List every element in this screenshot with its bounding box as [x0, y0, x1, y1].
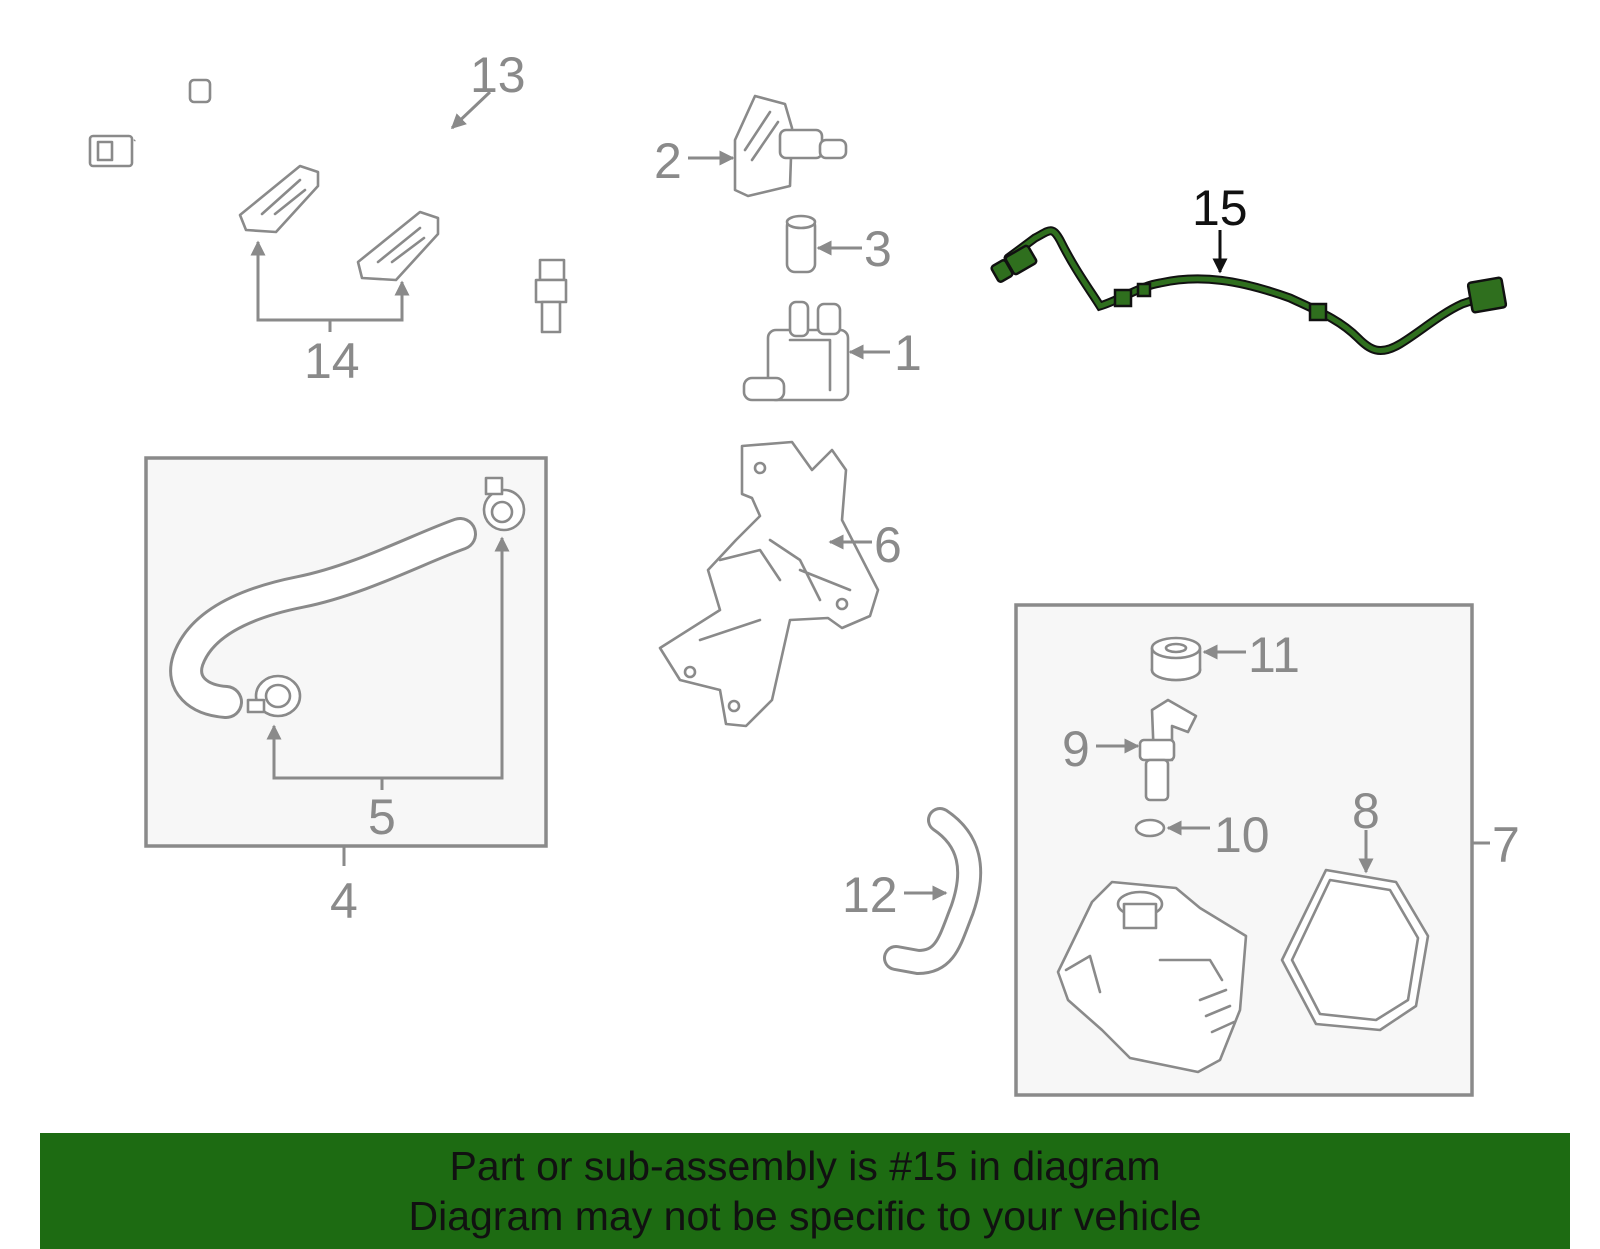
part-11-cap[interactable] — [1150, 636, 1246, 682]
part-10-o-ring[interactable] — [1134, 818, 1210, 838]
callout-14: 14 — [304, 333, 360, 389]
callout-13: 13 — [470, 47, 526, 103]
part-14-brackets[interactable] — [238, 164, 440, 332]
callout-3: 3 — [864, 221, 892, 277]
callout-4: 4 — [330, 873, 358, 929]
callout-2: 2 — [654, 133, 682, 189]
callout-5: 5 — [368, 789, 396, 845]
callout-10: 10 — [1214, 807, 1270, 863]
callout-8: 8 — [1352, 783, 1380, 839]
banner-line-2: Diagram may not be specific to your vehi… — [408, 1193, 1202, 1239]
part-12-hose[interactable] — [883, 807, 983, 976]
callout-7: 7 — [1492, 817, 1520, 873]
part-2-solenoid[interactable] — [688, 94, 848, 198]
callout-9: 9 — [1062, 721, 1090, 777]
part-8-gasket[interactable] — [1280, 830, 1430, 1032]
callout-6: 6 — [874, 517, 902, 573]
callout-1: 1 — [894, 325, 922, 381]
assembly-box-4 — [144, 456, 548, 848]
callout-12: 12 — [842, 867, 898, 923]
part-1-purge-valve[interactable] — [742, 300, 890, 402]
part-13-oxygen-sensor[interactable] — [88, 78, 568, 334]
part-9-valve[interactable] — [1096, 698, 1198, 802]
part-3-spacer[interactable] — [785, 214, 862, 274]
footer-banner: Part or sub-assembly is #15 in diagram D… — [40, 1133, 1570, 1249]
part-6-mounting-bracket[interactable] — [658, 440, 880, 728]
part-15-oxygen-sensor-highlighted[interactable] — [990, 226, 1508, 356]
callout-15: 15 — [1192, 180, 1248, 236]
part-5-hose-clamps[interactable] — [246, 476, 526, 790]
banner-line-1: Part or sub-assembly is #15 in diagram — [449, 1143, 1161, 1189]
callout-11: 11 — [1248, 627, 1300, 683]
part-4-hose[interactable] — [169, 517, 477, 719]
part-7-canister[interactable] — [1056, 880, 1248, 1074]
